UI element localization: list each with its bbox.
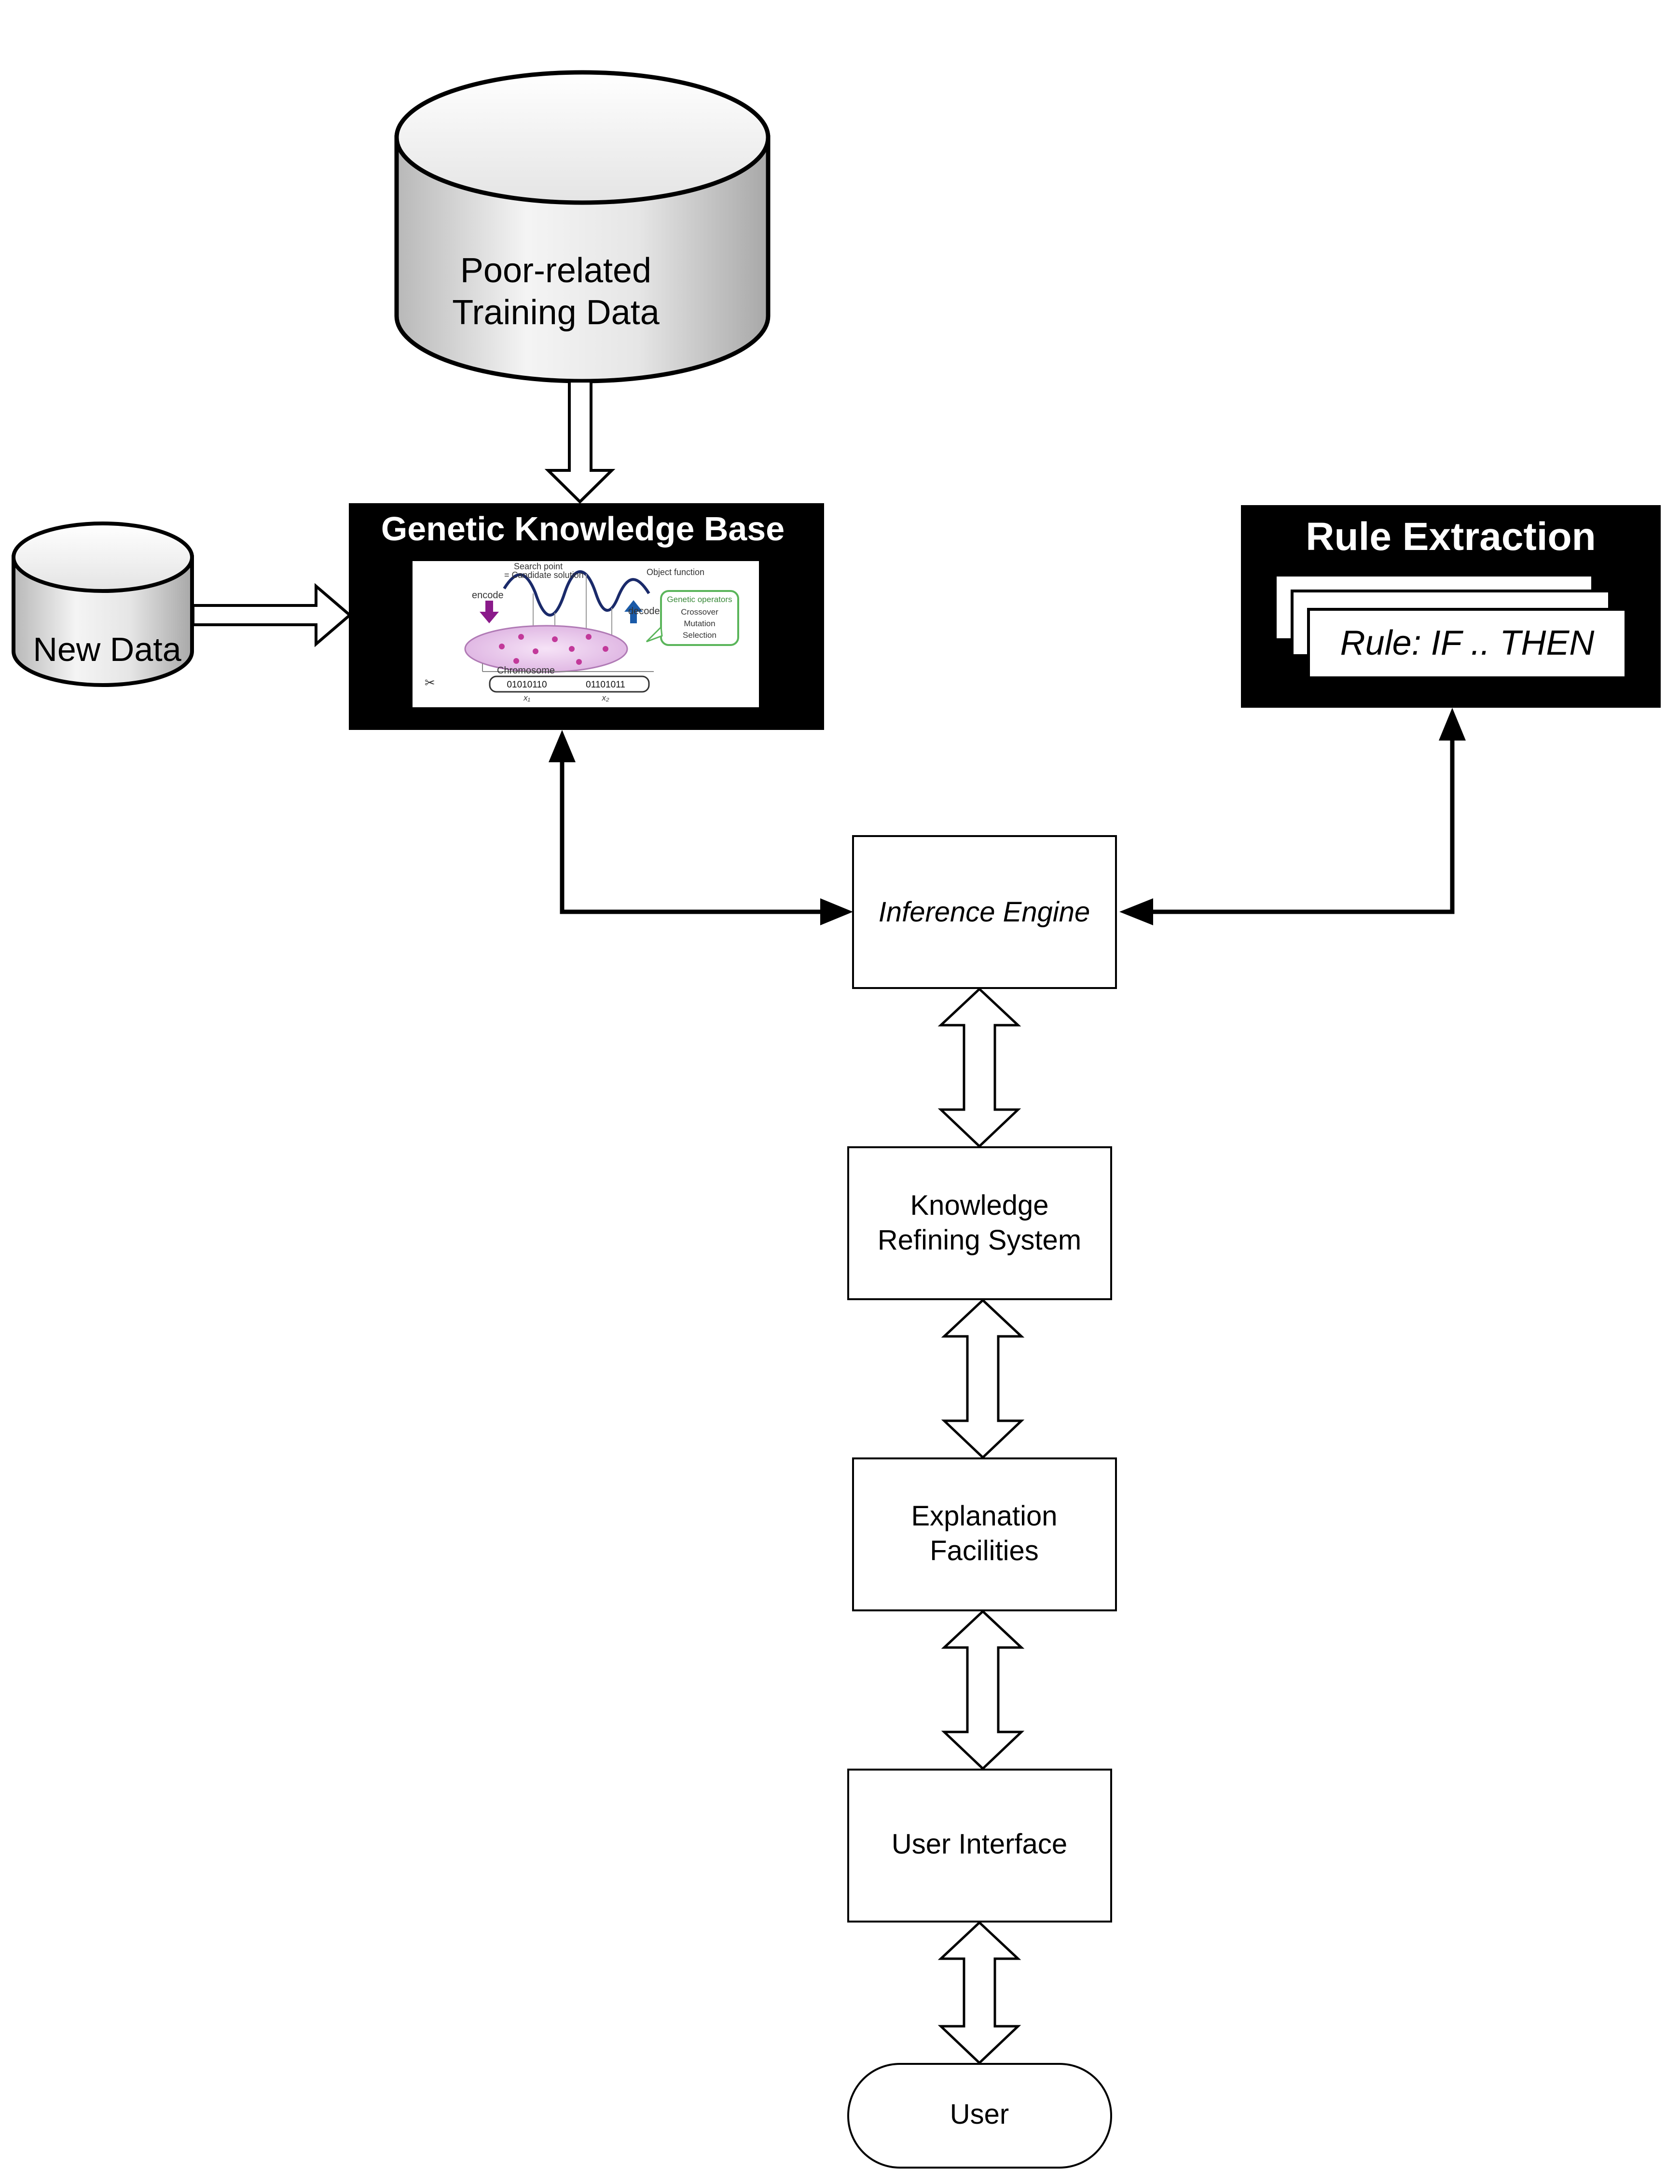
chromosome-box: Chromosome ✂ 01010110 01101011 x₁ x₂: [425, 663, 654, 702]
chromosome-bits-2: 01101011: [586, 680, 625, 690]
interface-user-double-arrow: [937, 1921, 1021, 2065]
new-data-to-knowledge-arrow: [192, 583, 352, 647]
training-data-label-line2: Training Data: [452, 293, 660, 332]
new-data-label: New Data: [33, 631, 181, 668]
rule-extraction-title: Rule Extraction: [1306, 515, 1596, 559]
genetic-knowledge-base: Genetic Knowledge Base Search point = Ca…: [349, 503, 824, 730]
decode-label: decode: [628, 606, 660, 617]
inference-engine-box: Inference Engine: [852, 835, 1117, 989]
object-function-curve: [503, 570, 650, 617]
arrowhead-to-inference-right: [1119, 898, 1153, 925]
chromosome-label: Chromosome: [497, 665, 555, 676]
operator-crossover: Crossover: [681, 607, 718, 617]
training-data-label-line1: Poor-related: [460, 251, 651, 290]
training-to-knowledge-arrow: [544, 380, 616, 504]
user-terminator: User: [847, 2063, 1112, 2169]
rule-extraction: Rule Extraction Rule: IF .. THEN: [1241, 505, 1661, 708]
explanation-facilities-box: Explanation Facilities: [852, 1457, 1117, 1611]
user-interface-label: User Interface: [892, 1828, 1067, 1860]
candidate-solution-label: = Candidate solution: [504, 570, 584, 580]
explanation-interface-double-arrow: [941, 1609, 1025, 1771]
new-data-database: New Data: [12, 522, 194, 687]
knowledge-refining-label-line1: Knowledge: [910, 1190, 1049, 1221]
user-interface-box: User Interface: [847, 1769, 1112, 1923]
encode-arrow-icon: [480, 601, 499, 623]
explanation-label-line2: Facilities: [930, 1535, 1039, 1566]
knowledge-refining-label-line2: Refining System: [878, 1224, 1081, 1256]
chromosome-bits-1: 01010110: [507, 680, 547, 690]
gene-x1-label: x₁: [523, 693, 530, 702]
rule-card: [1307, 608, 1627, 679]
arrowhead-to-inference-left: [820, 898, 853, 925]
search-point-label: Search point: [514, 562, 563, 571]
inference-refining-double-arrow: [937, 987, 1021, 1148]
object-function-label: Object function: [647, 567, 704, 577]
user-label: User: [950, 2099, 1009, 2130]
training-data-database: Poor-related Training Data: [394, 70, 771, 384]
inference-engine-label: Inference Engine: [879, 896, 1090, 928]
gene-x2-label: x₂: [602, 693, 610, 702]
genetic-operators-box: Genetic operators Crossover Mutation Sel…: [646, 590, 739, 646]
decode-arrow-icon: [624, 600, 643, 623]
rule-text: Rule: IF .. THEN: [1340, 624, 1595, 662]
scissors-icon: ✂: [425, 675, 435, 690]
inference-connectors: [560, 736, 1455, 914]
operator-mutation: Mutation: [684, 619, 715, 628]
encode-label: encode: [472, 590, 504, 601]
explanation-label-line1: Explanation: [911, 1500, 1057, 1532]
arrowhead-to-rule-extraction: [1439, 708, 1466, 741]
genetic-operators-title: Genetic operators: [667, 595, 732, 604]
operator-selection: Selection: [683, 631, 716, 640]
knowledge-base-title: Genetic Knowledge Base: [381, 510, 785, 548]
arrowhead-to-knowledge-base: [549, 730, 576, 762]
genetic-algorithm-figure: Search point = Candidate solution Object…: [413, 561, 759, 707]
refining-explanation-double-arrow: [941, 1298, 1025, 1459]
knowledge-refining-box: Knowledge Refining System: [847, 1146, 1112, 1300]
